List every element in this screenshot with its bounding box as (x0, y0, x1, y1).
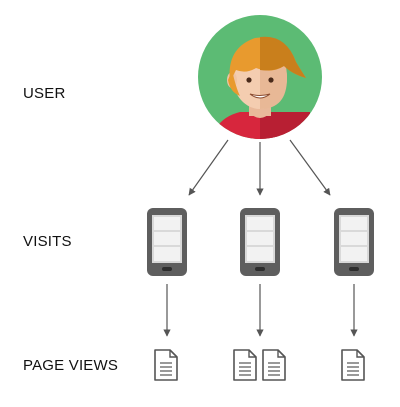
label-page-views: PAGE VIEWS (23, 357, 119, 374)
document-icon (233, 349, 257, 381)
label-user: USER (23, 85, 66, 102)
user-avatar-icon (198, 15, 322, 139)
visit-phone-3 (334, 208, 374, 276)
visit-phone-2 (240, 208, 280, 276)
label-visits: VISITS (23, 233, 72, 250)
document-icon (262, 349, 286, 381)
visit-phone-1 (147, 208, 187, 276)
arrow-user-to-visit-1 (188, 139, 229, 196)
document-icon (154, 349, 178, 381)
document-icon (341, 349, 365, 381)
arrow-user-to-visit-3 (289, 139, 331, 196)
